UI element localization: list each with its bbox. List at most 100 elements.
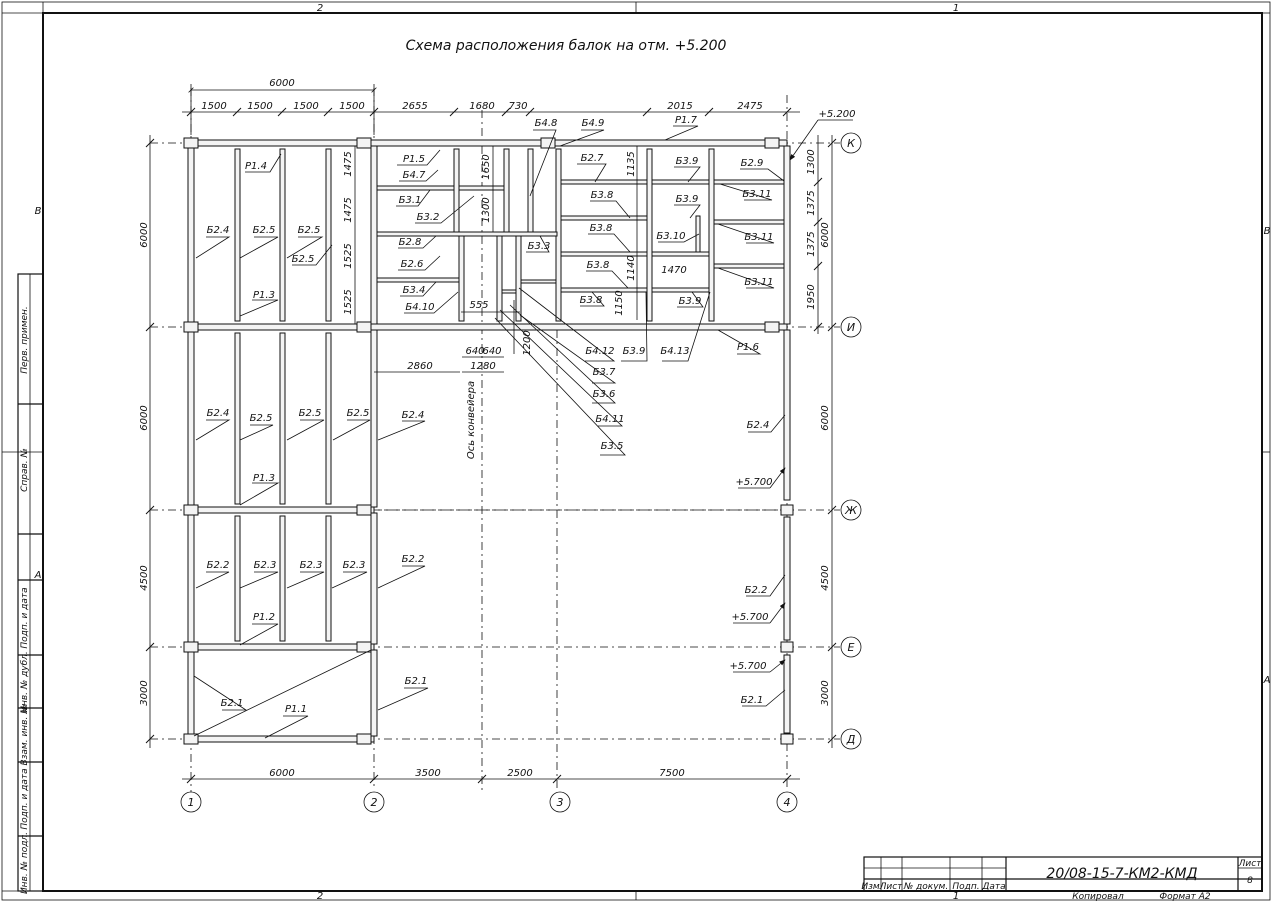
- dim-bottom: 3500: [415, 768, 440, 779]
- brace-line: [193, 649, 372, 737]
- dim-inner: 555: [469, 300, 488, 311]
- label-b39d: Б3.9: [623, 346, 646, 357]
- dim-left: 6000: [139, 405, 150, 430]
- axis-y-zh: Ж: [844, 504, 858, 517]
- dimension-texts: 6000 1500 1500 1500 1500 2655 1680 730 2…: [139, 78, 831, 779]
- axis-x-1: 1: [188, 796, 195, 809]
- label-b25c: Б2.5: [292, 254, 315, 265]
- label-b25d: Б2.5: [250, 413, 273, 424]
- dim-top: 1500: [339, 101, 364, 112]
- label-r12: Р1.2: [253, 612, 275, 623]
- label-b23b: Б2.3: [300, 560, 323, 571]
- axis-x-3: 3: [557, 796, 564, 809]
- dim-top: 2475: [737, 101, 762, 112]
- tb-sheet-number: 8: [1247, 876, 1253, 886]
- axis-bubbles: 1 2 3 4 К И Ж Е Д: [180, 132, 862, 813]
- dim-inner: 640: [465, 346, 484, 357]
- label-b32: Б3.2: [417, 212, 440, 223]
- zone-bottom-2: 2: [317, 891, 323, 902]
- label-r16: Р1.6: [737, 342, 759, 353]
- dim-inner: 1475: [343, 197, 354, 222]
- zone-right-a: А: [1263, 675, 1271, 686]
- dim-inner: 1140: [626, 255, 637, 280]
- label-b22b: Б2.2: [402, 554, 425, 565]
- label-b49: Б4.9: [582, 118, 605, 129]
- label-b38c: Б3.8: [587, 260, 610, 271]
- zone-top-2: 2: [317, 3, 323, 14]
- label-b48: Б4.8: [535, 118, 558, 129]
- dim-inner: 1300: [481, 197, 492, 222]
- tb-col-sign: Подп.: [952, 882, 979, 892]
- label-b21b: Б2.1: [405, 676, 428, 687]
- dim-inner: 1135: [626, 151, 637, 176]
- label-r11: Р1.1: [285, 704, 307, 715]
- axis-y-e: Е: [848, 641, 855, 654]
- label-b38d: Б3.8: [580, 295, 603, 306]
- label-b27: Б2.7: [581, 153, 604, 164]
- dim-bottom: 7500: [659, 768, 684, 779]
- label-b39b: Б3.9: [676, 194, 699, 205]
- dim-inner: 1200: [522, 330, 533, 355]
- elevation: +5.700: [731, 612, 768, 623]
- label-b311a: Б3.11: [742, 189, 771, 200]
- axis-x-4: 4: [784, 796, 791, 809]
- dim-top: 2655: [402, 101, 427, 112]
- beam-labels: Р1.4 Р1.5 Б4.7 Б3.1 Б3.2 Б2.8 Б2.6 Б3.4 …: [207, 115, 774, 715]
- dim-top: 1500: [293, 101, 318, 112]
- zone-bottom-1: 1: [953, 891, 959, 902]
- dim-top: 1500: [247, 101, 272, 112]
- label-b37: Б3.7: [593, 367, 616, 378]
- label-b22a: Б2.2: [207, 560, 230, 571]
- main-beams: [183, 137, 794, 745]
- dim-top: 1500: [201, 101, 226, 112]
- label-r13b: Р1.3: [253, 473, 275, 484]
- label-b38b: Б3.8: [590, 223, 613, 234]
- dim-left: 3000: [139, 680, 150, 705]
- dim-right: 1375: [806, 231, 817, 256]
- dim-inner: 2860: [407, 361, 432, 372]
- label-b410: Б4.10: [405, 302, 434, 313]
- label-b24a: Б2.4: [207, 225, 230, 236]
- elevation-marks: +5.200 +5.700 +5.700 +5.700: [729, 109, 856, 673]
- axis-y-d: Д: [846, 733, 856, 746]
- tb-drawing-code: 20/08-15-7-КМ2-КМД: [1046, 866, 1197, 882]
- title-block: Изм. Лист № докум. Подп. Дата 20/08-15-7…: [861, 856, 1263, 902]
- stamp-dup-inv: Инв. № дубл.: [20, 651, 30, 713]
- dim-right: 4500: [820, 565, 831, 590]
- dim-right: 1300: [806, 149, 817, 174]
- dim-inner: 1650: [481, 154, 492, 179]
- dim-inner: 1470: [661, 265, 686, 276]
- dim-inner: 1525: [343, 289, 354, 314]
- label-b47: Б4.7: [403, 170, 426, 181]
- dim-top: 1680: [469, 101, 494, 112]
- tb-col-doc: № докум.: [903, 882, 948, 892]
- dim-left: 6000: [139, 222, 150, 247]
- dim-right: 1375: [806, 190, 817, 215]
- dim-top: 2015: [667, 101, 692, 112]
- label-b34: Б3.4: [403, 285, 426, 296]
- label-b23c: Б2.3: [343, 560, 366, 571]
- label-b311b: Б3.11: [744, 232, 773, 243]
- label-r13a: Р1.3: [253, 290, 275, 301]
- conveyor-axis-label: Ось конвейера: [466, 381, 477, 459]
- label-r15: Р1.5: [403, 154, 425, 165]
- stamp-sign-date-1: Подп. и дата: [20, 587, 30, 648]
- label-b23a: Б2.3: [254, 560, 277, 571]
- label-r14: Р1.4: [245, 161, 267, 172]
- dim-inner: 1150: [614, 290, 625, 315]
- drawing-title: Схема расположения балок на отм. +5.200: [406, 38, 727, 54]
- label-b29: Б2.9: [741, 158, 764, 169]
- label-b31: Б3.1: [399, 195, 422, 206]
- tb-sheet-label: Лист: [1238, 859, 1263, 869]
- label-b24c: Б2.4: [402, 410, 425, 421]
- dim-right: 6000: [820, 405, 831, 430]
- elevation: +5.200: [818, 109, 855, 120]
- label-b24b: Б2.4: [207, 408, 230, 419]
- stamp-replace-inv: Взам. инв. №: [20, 704, 30, 765]
- zone-top-1: 1: [953, 3, 959, 14]
- tb-col-date: Дата: [981, 882, 1005, 892]
- axis-y-i: И: [847, 321, 855, 334]
- stamp-first-use: Перв. примен.: [20, 306, 30, 374]
- zone-left-v: В: [35, 206, 42, 217]
- dim-inner: 1475: [343, 151, 354, 176]
